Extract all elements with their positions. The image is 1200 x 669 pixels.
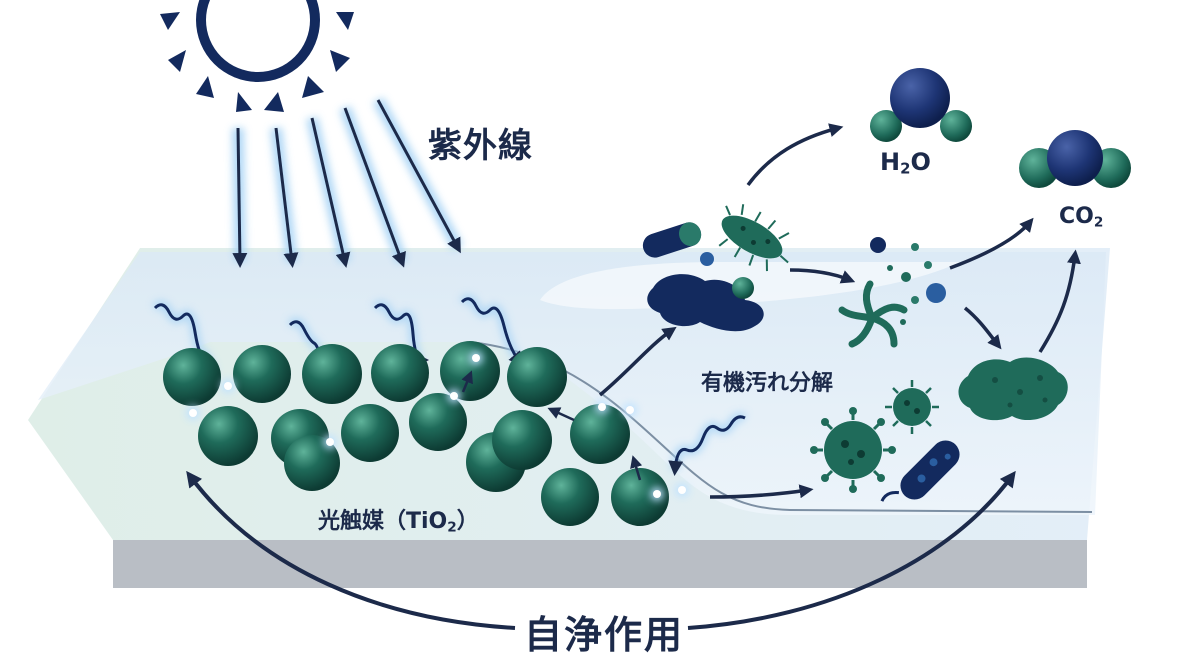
tio2-sphere — [409, 393, 467, 451]
tio2-sphere — [198, 406, 258, 466]
bacteria-icon — [838, 280, 908, 348]
virus-icon — [885, 380, 939, 434]
process-arrow — [963, 306, 1002, 350]
tio2-sphere — [570, 404, 630, 464]
electron-arrow — [547, 407, 575, 422]
bacteria-icon — [718, 204, 790, 272]
photon-wave — [460, 297, 524, 367]
tio2-sphere — [341, 404, 399, 462]
tio2-sphere — [233, 345, 291, 403]
tio2-sphere — [302, 344, 362, 404]
self-cleaning-label: 自浄作用 — [524, 613, 685, 657]
electron-arrow — [630, 455, 643, 481]
process-arrow — [598, 326, 677, 397]
water-molecule-icon — [870, 68, 972, 142]
tio2-sphere — [371, 344, 429, 402]
photon-wave — [668, 415, 746, 476]
tio2-sphere — [541, 468, 599, 526]
tio2-sphere — [611, 468, 669, 526]
self-cleaning-arrow — [186, 470, 516, 630]
electron-arrow — [461, 370, 473, 393]
contaminant-particle — [700, 252, 714, 266]
tio2-sphere — [284, 435, 340, 491]
uv-ray-arrow — [310, 117, 351, 268]
substrate-front — [113, 540, 1087, 588]
co2-molecule-icon — [1019, 130, 1131, 188]
uv-ray-arrow — [274, 127, 299, 268]
water-label: H2O — [880, 148, 931, 178]
self-cleaning-arrow — [687, 470, 1016, 630]
contaminant-fragments — [870, 237, 946, 325]
tio2-sphere — [507, 347, 567, 407]
process-arrow — [949, 217, 1034, 270]
photocatalyst-label: 光触媒（TiO2） — [318, 509, 479, 536]
electron-dots — [186, 351, 689, 501]
tio2-sphere — [492, 410, 552, 470]
uv-ray-arrow — [232, 127, 248, 268]
bacteria-icon — [880, 440, 960, 502]
tio2-particles — [163, 341, 669, 526]
uv-ray-arrow — [343, 107, 406, 268]
contaminant-particle — [732, 277, 754, 299]
process-arrow — [709, 484, 814, 499]
process-arrow — [1038, 249, 1081, 353]
bacteria-icon — [642, 222, 702, 258]
decomposed-dirt — [958, 357, 1068, 421]
uv-label: 紫外線 — [428, 126, 533, 166]
process-arrow — [746, 123, 844, 187]
uv-rays — [232, 97, 464, 268]
photon-wave — [373, 303, 429, 368]
sun-icon — [160, 0, 354, 112]
co2-label: CO2 — [1059, 204, 1104, 231]
tio2-sphere — [163, 348, 221, 406]
uv-ray-arrow — [376, 99, 461, 254]
process-arrow — [789, 268, 856, 284]
virus-icon — [810, 407, 896, 493]
organic-decomposition-label: 有機汚れ分解 — [701, 371, 834, 396]
